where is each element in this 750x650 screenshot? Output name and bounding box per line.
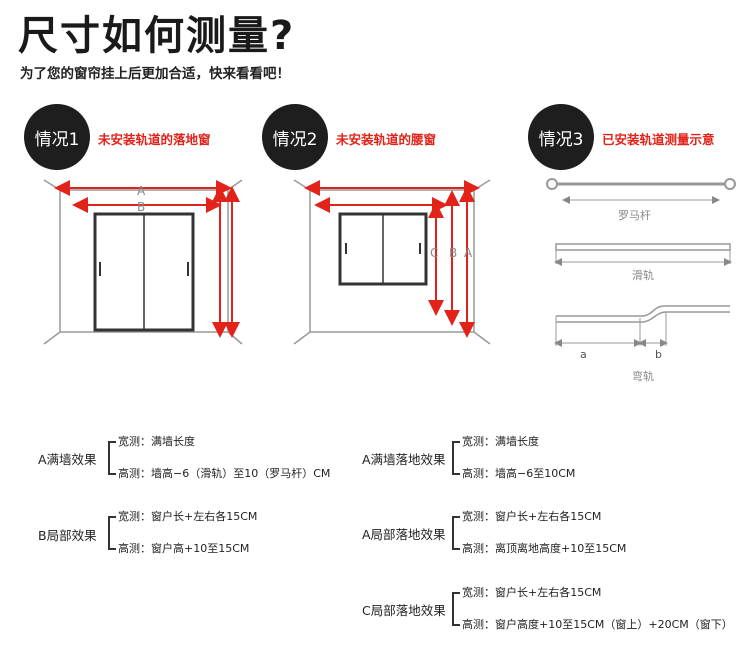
measure-height: 高测：墙高−6（滑轨）至10（罗马杆）CM (118, 467, 331, 480)
case-2-desc: 未安装轨道的腰窗 (336, 132, 437, 147)
brace (452, 441, 460, 475)
page-subtitle: 为了您的窗帘挂上后更加合适，快来看看吧！ (20, 66, 290, 82)
case-1-diagram: A B (43, 179, 243, 345)
case-1-desc: 未安装轨道的落地窗 (98, 132, 211, 147)
case-2-badge: 情况2 (262, 104, 328, 170)
measure-group-label: A局部落地效果 (362, 527, 446, 542)
measure-height: 高测：窗户高+10至15CM (118, 542, 250, 555)
case-2-label-a: A (464, 246, 473, 260)
case-3-badge: 情况3 (528, 104, 594, 170)
measure-group-label: A满墙效果 (38, 452, 97, 467)
case-1-label-a: A (137, 184, 146, 198)
measure-width: 宽测：窗户长+左右各15CM (118, 510, 258, 523)
case-2-label-c: C (430, 246, 438, 260)
case-1-badge: 情况1 (24, 104, 90, 170)
case-3-rod-label: 罗马杆 (618, 208, 651, 222)
case-3-track-label: 滑轨 (632, 268, 654, 282)
brace (108, 516, 116, 550)
measure-height: 高测：墙高−6至10CM (462, 467, 576, 480)
case-2-diagram: C B A (293, 179, 491, 345)
measure-group-label: B局部效果 (38, 528, 97, 543)
case-3-curved-label: 弯轨 (632, 369, 654, 383)
case-2-label-b: B (449, 246, 457, 260)
measure-height: 高测：离顶离地高度+10至15CM (462, 542, 627, 555)
case-1-label-b: B (137, 200, 145, 214)
case-3-desc: 已安装轨道测量示意 (602, 132, 715, 147)
measure-group-label: A满墙落地效果 (362, 452, 446, 467)
page-title: 尺寸如何测量? (18, 13, 296, 59)
brace (452, 516, 460, 550)
measure-width: 宽测：满墙长度 (462, 435, 539, 448)
measure-group-label: C局部落地效果 (362, 603, 446, 618)
measure-width: 宽测：满墙长度 (118, 435, 195, 448)
measure-height: 高测：窗户高度+10至15CM（窗上）+20CM（窗下） (462, 618, 733, 631)
case-3-label-b: b (655, 348, 662, 361)
measure-width: 宽测：窗户长+左右各15CM (462, 510, 602, 523)
brace (452, 592, 460, 626)
case-3-label-a: a (580, 348, 587, 361)
case-3-diagram: 罗马杆 滑轨 a b 弯轨 (546, 178, 736, 383)
brace (108, 441, 116, 475)
measure-width: 宽测：窗户长+左右各15CM (462, 586, 602, 599)
